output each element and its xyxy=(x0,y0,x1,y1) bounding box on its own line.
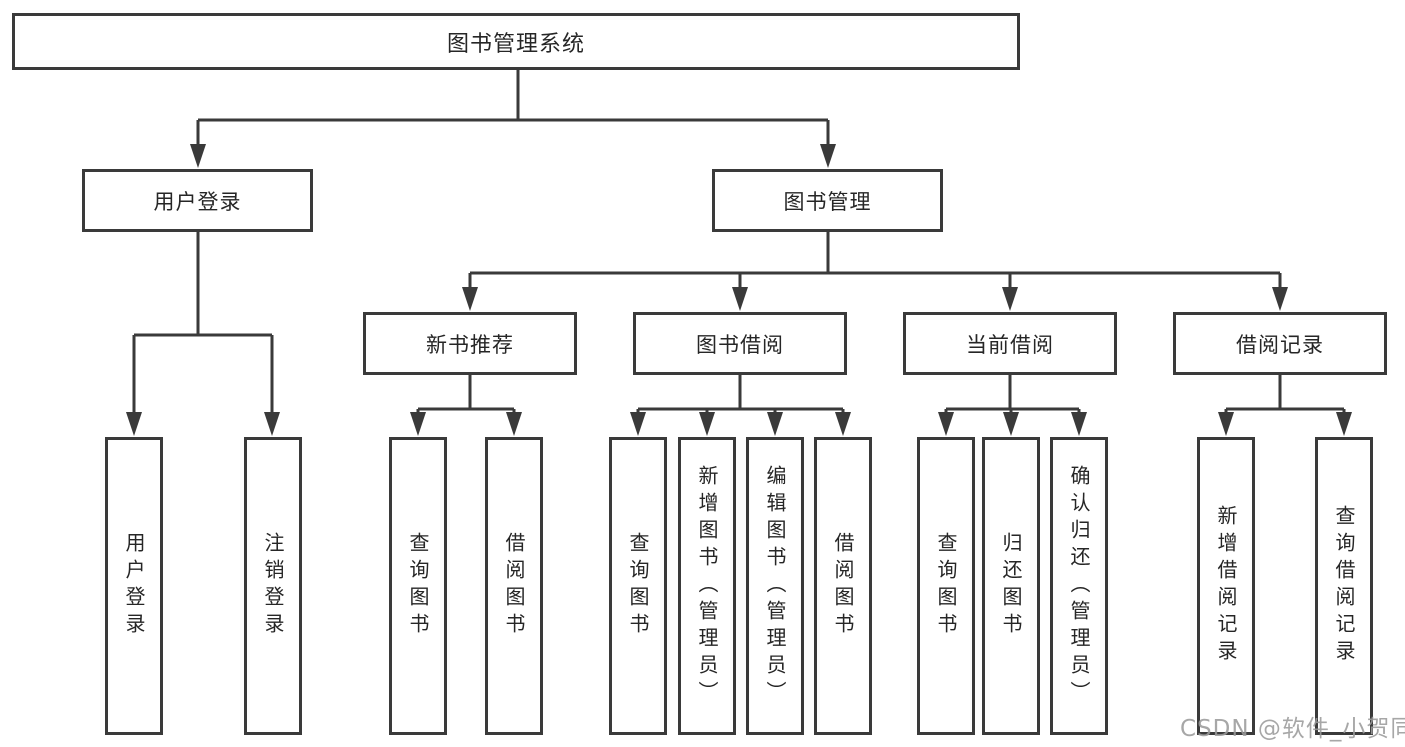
node-user-login-label: 用户登录 xyxy=(153,189,242,214)
leaf-bb-borrow-books: 借阅图书 xyxy=(814,437,872,735)
leaf-nb-query-books: 查询图书 xyxy=(389,437,447,735)
leaf-nb-borrow-books: 借阅图书 xyxy=(485,437,543,735)
leaf-bb-add-books-admin-label: 新增图书（管理员） xyxy=(695,464,719,708)
leaf-bb-query-books-label: 查询图书 xyxy=(626,532,650,640)
node-book-management-label: 图书管理 xyxy=(783,189,872,214)
leaf-bb-edit-books-admin: 编辑图书（管理员） xyxy=(746,437,804,735)
csdn-watermark: CSDN @软件_小贺同学 xyxy=(1180,716,1405,742)
leaf-br-query-record: 查询借阅记录 xyxy=(1315,437,1373,735)
leaf-logout: 注销登录 xyxy=(244,437,302,735)
leaf-cb-confirm-return-admin-label: 确认归还（管理员） xyxy=(1067,464,1091,708)
node-root: 图书管理系统 xyxy=(12,13,1020,70)
leaf-br-add-record-label: 新增借阅记录 xyxy=(1214,505,1238,667)
node-book-borrow: 图书借阅 xyxy=(633,312,847,375)
node-borrow-records-label: 借阅记录 xyxy=(1236,332,1324,357)
leaf-logout-label: 注销登录 xyxy=(261,532,285,640)
node-root-label: 图书管理系统 xyxy=(446,31,585,57)
leaf-cb-return-books-label: 归还图书 xyxy=(999,532,1023,640)
leaf-bb-query-books: 查询图书 xyxy=(609,437,667,735)
leaf-cb-query-books-label: 查询图书 xyxy=(934,532,958,640)
node-book-management: 图书管理 xyxy=(712,169,943,232)
node-new-book-recommend-label: 新书推荐 xyxy=(426,332,514,357)
leaf-nb-query-books-label: 查询图书 xyxy=(406,532,430,640)
node-current-borrow-label: 当前借阅 xyxy=(966,332,1054,357)
leaf-br-add-record: 新增借阅记录 xyxy=(1197,437,1255,735)
leaf-cb-return-books: 归还图书 xyxy=(982,437,1040,735)
leaf-user-login: 用户登录 xyxy=(105,437,163,735)
leaf-bb-borrow-books-label: 借阅图书 xyxy=(831,532,855,640)
node-new-book-recommend: 新书推荐 xyxy=(363,312,577,375)
leaf-br-query-record-label: 查询借阅记录 xyxy=(1332,505,1356,667)
leaf-user-login-label: 用户登录 xyxy=(122,532,146,640)
node-borrow-records: 借阅记录 xyxy=(1173,312,1387,375)
leaf-bb-edit-books-admin-label: 编辑图书（管理员） xyxy=(763,464,787,708)
leaf-bb-add-books-admin: 新增图书（管理员） xyxy=(678,437,736,735)
leaf-cb-query-books: 查询图书 xyxy=(917,437,975,735)
leaf-nb-borrow-books-label: 借阅图书 xyxy=(502,532,526,640)
leaf-cb-confirm-return-admin: 确认归还（管理员） xyxy=(1050,437,1108,735)
node-current-borrow: 当前借阅 xyxy=(903,312,1117,375)
node-book-borrow-label: 图书借阅 xyxy=(696,332,784,357)
node-user-login: 用户登录 xyxy=(82,169,313,232)
